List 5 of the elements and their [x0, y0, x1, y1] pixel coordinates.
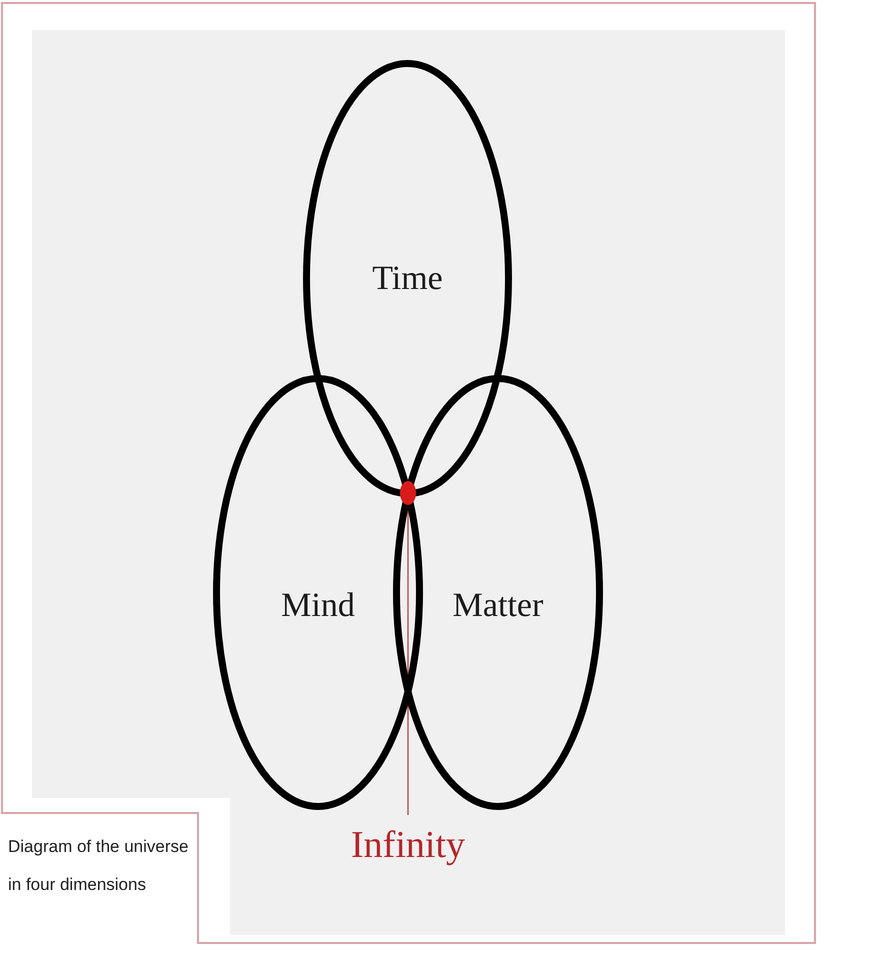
set-label: Time [372, 260, 443, 298]
caption-text: Diagram of the universe in four dimensions [8, 836, 190, 896]
set-label: Mind [281, 586, 355, 624]
callout-label: Infinity [351, 825, 465, 867]
set-label: Matter [452, 586, 544, 624]
